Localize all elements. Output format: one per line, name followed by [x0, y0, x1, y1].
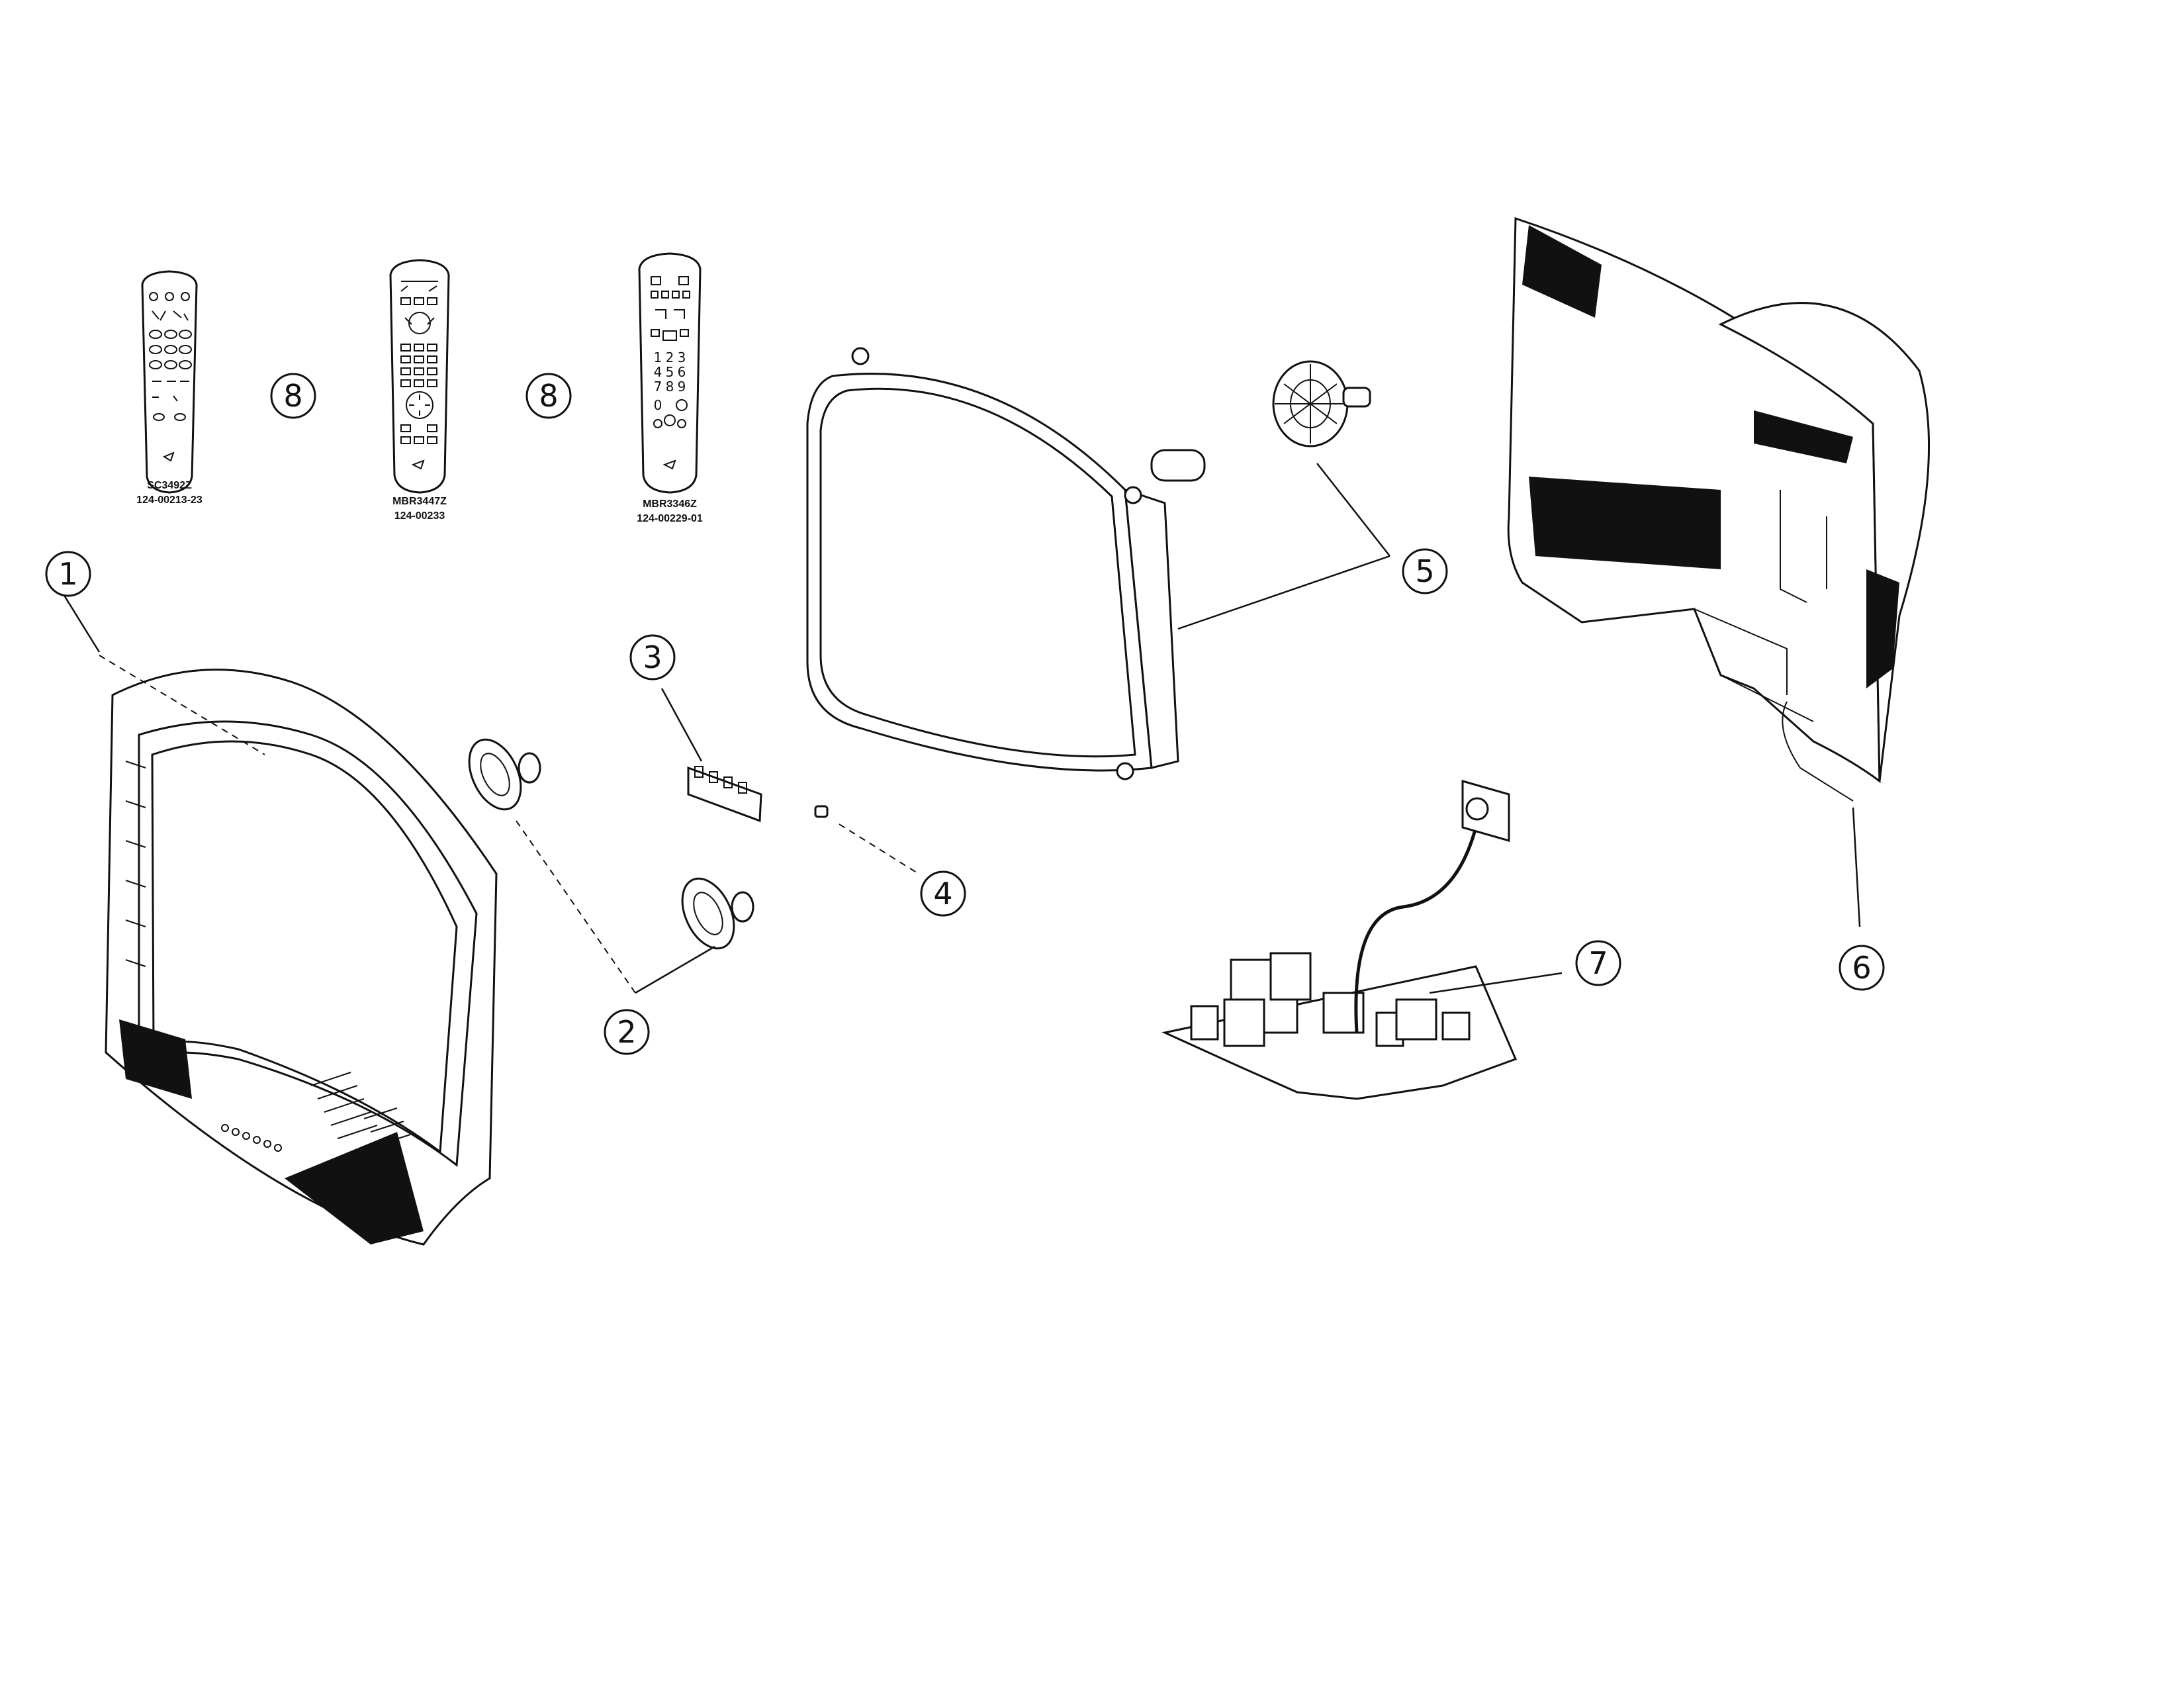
remote-3-model: MBR3346Z	[643, 498, 697, 510]
callout-6-label: 6	[1852, 950, 1871, 986]
callout-1: 1	[45, 551, 91, 597]
callout-4: 4	[920, 870, 966, 917]
right-speaker-lower	[681, 877, 754, 950]
control-button-assembly	[687, 766, 762, 823]
callout-2: 2	[604, 1009, 650, 1055]
callout-6: 6	[1839, 945, 1885, 991]
deflection-yoke	[1272, 360, 1371, 447]
front-cabinet	[105, 669, 498, 1246]
callout-4-label: 4	[933, 876, 952, 912]
remote-keypad-digit: 1	[654, 350, 662, 365]
callout-5: 5	[1402, 548, 1448, 594]
remote-keypad-digit: 8	[666, 379, 674, 395]
remote-2-model: MBR3447Z	[392, 496, 447, 507]
remote-2-part-number: 124-00233	[394, 510, 445, 522]
callout-2-label: 2	[617, 1014, 636, 1050]
remote-1-part-number: 124-00213-23	[136, 494, 203, 506]
callout-3: 3	[629, 634, 676, 680]
callout-3-label: 3	[643, 639, 662, 675]
remote-keypad-digit: 9	[678, 379, 686, 395]
picture-tube-crt	[806, 347, 1206, 780]
callout-8-right-label: 8	[539, 378, 558, 414]
remote-keypad-digit: 5	[666, 364, 674, 380]
remote-3-part-number: 124-00229-01	[637, 513, 703, 524]
left-speaker-upper	[468, 738, 541, 811]
callout-1-label: 1	[58, 556, 77, 592]
remote-keypad-zero: 0	[654, 397, 662, 413]
callout-5-label: 5	[1415, 553, 1434, 589]
remote-captions: SC3492Z 124-00213-23 MBR3447Z 124-00233 …	[136, 480, 703, 524]
remote-keypad-digit: 3	[678, 350, 686, 365]
callout-8-left: 8	[270, 373, 316, 419]
back-cabinet	[1507, 216, 1931, 802]
callout-8-right: 8	[525, 373, 572, 419]
remote-keypad-digit: 6	[678, 364, 686, 380]
remote-1-model: SC3492Z	[147, 480, 192, 491]
callout-7: 7	[1575, 940, 1621, 986]
remote-keypad-digit: 7	[654, 379, 662, 395]
leader-lines	[62, 463, 1861, 994]
remote-keypad-digit: 4	[654, 364, 662, 380]
remote-control-sc3492z	[141, 270, 198, 494]
callout-7-label: 7	[1588, 945, 1608, 981]
front-cabinet-speaker-grille	[310, 1072, 411, 1146]
small-button-part	[814, 805, 829, 818]
remote-control-mbr3447z	[389, 259, 450, 494]
main-chassis-board	[1161, 780, 1518, 1100]
front-cabinet-control-buttons	[221, 1124, 282, 1152]
callout-8-left-label: 8	[283, 378, 302, 414]
remote-keypad-digit: 2	[666, 350, 674, 365]
